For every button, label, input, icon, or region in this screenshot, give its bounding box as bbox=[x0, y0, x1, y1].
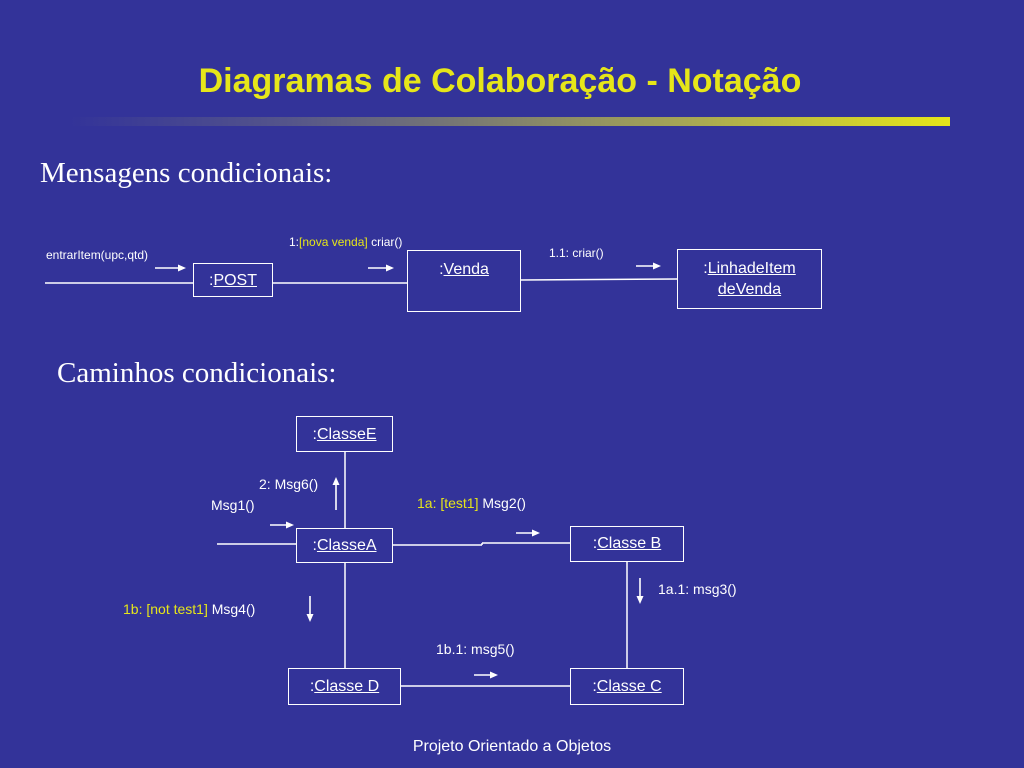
object-name-classeE: ClasseE bbox=[316, 426, 377, 443]
arrow-msg6-head bbox=[332, 477, 340, 485]
object-classeE[interactable]: :ClasseE bbox=[296, 416, 393, 452]
object-classeC[interactable]: :Classe C bbox=[570, 668, 684, 705]
message-2-msg6: 2: Msg6() bbox=[259, 476, 319, 492]
object-name-linha-line2: deVenda bbox=[717, 281, 782, 298]
message-1a1-msg3: 1a.1: msg3() bbox=[658, 581, 737, 597]
arrow-entrarItem-head bbox=[178, 264, 186, 272]
message-entrarItem: entrarItem(upc,qtd) bbox=[46, 248, 149, 262]
message-seq: 1: bbox=[289, 235, 300, 249]
object-name-post: POST bbox=[213, 272, 257, 289]
arrow-msg5-head bbox=[490, 671, 498, 679]
arrow-msg1b-head bbox=[286, 521, 294, 529]
object-prefix: : bbox=[439, 261, 444, 278]
message-call: Msg4() bbox=[207, 601, 256, 617]
message-1b1-msg5: 1b.1: msg5() bbox=[436, 641, 515, 657]
arrow-msg3-head bbox=[636, 596, 644, 604]
message-1-criar: 1:[nova venda] criar() bbox=[289, 235, 402, 249]
arrow-msg2-head bbox=[532, 529, 540, 537]
message-call: criar() bbox=[367, 235, 403, 249]
object-prefix: : bbox=[703, 260, 708, 277]
object-post[interactable]: :POST bbox=[193, 263, 273, 297]
object-classeD[interactable]: :Classe D bbox=[288, 668, 401, 705]
title-underline-bar bbox=[70, 117, 950, 126]
message-msg1: Msg1() bbox=[211, 497, 255, 513]
object-name-classeC: Classe C bbox=[596, 678, 662, 695]
object-prefix: : bbox=[592, 535, 598, 552]
object-venda[interactable]: :Venda bbox=[407, 250, 521, 312]
section-heading-caminhos: Caminhos condicionais: bbox=[57, 357, 337, 389]
object-prefix: : bbox=[208, 272, 214, 289]
page-title: Diagramas de Colaboração - Notação bbox=[198, 62, 802, 100]
section-heading-mensagens: Mensagens condicionais: bbox=[40, 157, 333, 189]
arrow-msg11-head bbox=[653, 262, 661, 270]
object-linhadeitemdevenda[interactable]: :LinhadeItem deVenda bbox=[677, 249, 822, 309]
object-prefix: : bbox=[312, 537, 317, 554]
object-name-linha-line1: LinhadeItem bbox=[707, 260, 796, 277]
object-classeA[interactable]: :ClasseA bbox=[296, 528, 393, 563]
message-condition: [nova venda] bbox=[299, 235, 368, 249]
object-name-classeB: Classe B bbox=[597, 535, 662, 552]
message-1-1-criar: 1.1: criar() bbox=[549, 246, 604, 260]
message-1b-msg4: 1b: [not test1] Msg4() bbox=[123, 601, 255, 617]
message-call: Msg2() bbox=[478, 495, 526, 511]
arrow-msg4-head bbox=[306, 614, 314, 622]
object-prefix: : bbox=[309, 678, 315, 695]
arrow-msg1-head bbox=[386, 264, 394, 272]
object-name-classeA: ClasseA bbox=[316, 537, 377, 554]
message-condition: 1a: [test1] bbox=[417, 495, 479, 511]
object-prefix: : bbox=[312, 426, 317, 443]
message-condition: 1b: [not test1] bbox=[123, 601, 208, 617]
link-venda-linha bbox=[519, 278, 678, 281]
message-1a-msg2: 1a: [test1] Msg2() bbox=[417, 495, 526, 511]
object-name-venda: Venda bbox=[443, 261, 489, 278]
footer-text: Projeto Orientado a Objetos bbox=[412, 738, 612, 755]
object-prefix: : bbox=[592, 678, 597, 695]
object-classeB[interactable]: :Classe B bbox=[570, 526, 684, 562]
object-name-classeD: Classe D bbox=[314, 678, 380, 695]
